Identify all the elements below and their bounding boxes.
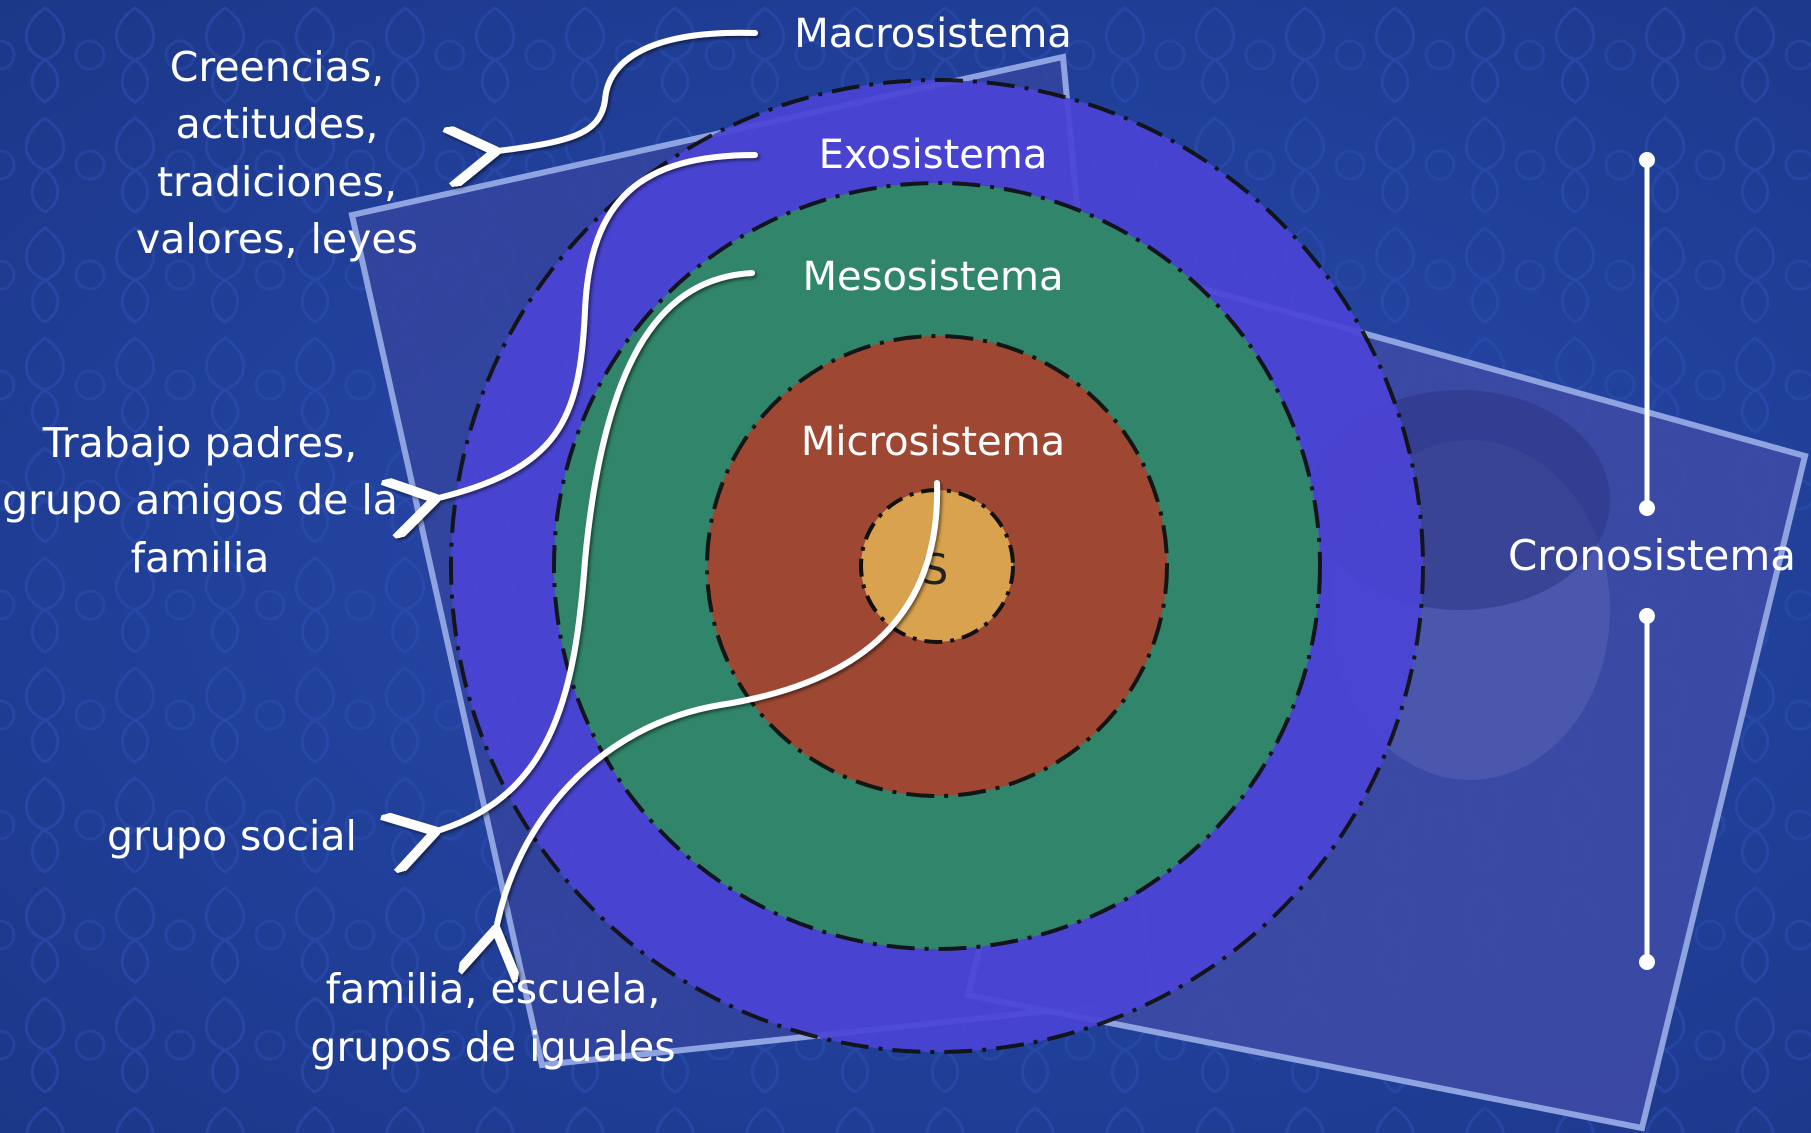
exo-example-line: Trabajo padres, [42,419,357,467]
macro-example-line: tradiciones, [157,158,397,206]
macro-example-line: Creencias, [170,43,384,91]
macrosystem-label: Macrosistema [794,11,1072,57]
microsystem-label: Microsistema [801,419,1065,465]
exo-arrow [430,152,758,500]
chronosystem-label: Cronosistema [1508,531,1796,580]
microsystem-examples: familia, escuela, grupos de iguales [310,965,675,1071]
macro-example-line: actitudes, [176,100,379,148]
mesosystem-example: grupo social [107,812,357,860]
macro-arrow [490,29,758,152]
exo-example-line: grupo amigos de la [2,476,398,524]
macro-example-line: valores, leyes [136,215,418,263]
arrows [430,29,941,935]
macrosystem-examples: Creencias, actitudes, tradiciones, valor… [136,43,418,263]
exosystem-label: Exosistema [819,132,1048,178]
mesosystem-label: Mesosistema [803,254,1064,300]
timeline-dot [1639,954,1655,970]
meso-arrow [430,270,755,833]
timeline-dot [1639,152,1655,168]
exosystem-examples: Trabajo padres, grupo amigos de la famil… [2,419,398,582]
exo-example-line: familia [131,534,270,582]
micro-example-line: grupos de iguales [310,1023,675,1071]
micro-example-line: familia, escuela, [326,965,661,1013]
timeline-dot [1639,500,1655,516]
micro-arrow [495,480,941,935]
timeline-dot [1639,608,1655,624]
chronosystem-timeline [1639,152,1655,970]
